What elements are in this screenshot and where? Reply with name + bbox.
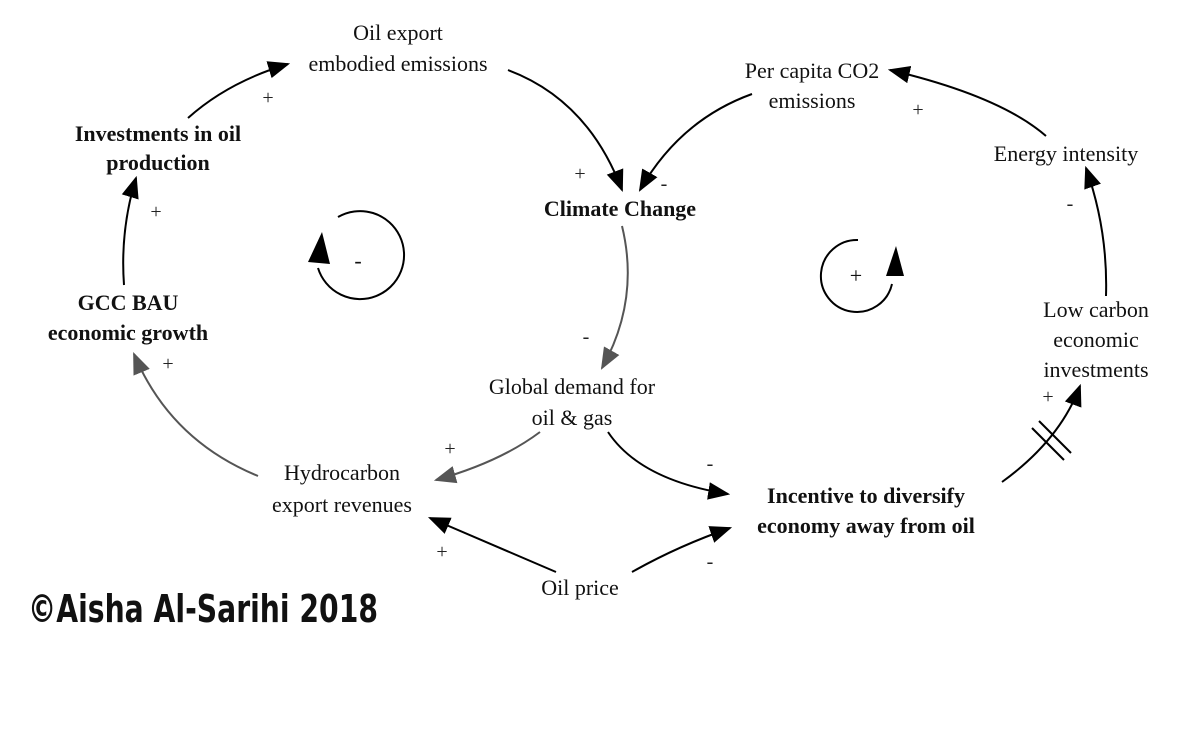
link-oil-price-to-incentive: [631, 526, 733, 573]
node-hydrocarbon-line1: Hydrocarbon: [284, 460, 400, 485]
node-oil-export-line2: embodied emissions: [308, 51, 487, 76]
polarity-demand-to-hydrocarbon: +: [444, 438, 455, 460]
node-global-demand-line1: Global demand for: [489, 374, 656, 399]
node-global-demand-line2: oil & gas: [532, 405, 613, 430]
link-gcc-to-investments: [121, 175, 139, 286]
link-per-capita-to-climate: [638, 93, 753, 192]
node-gcc-bau-line2: economic growth: [48, 320, 208, 345]
polarity-hydrocarbon-to-gcc: +: [162, 353, 173, 375]
node-hydrocarbon-line2: export revenues: [272, 492, 412, 517]
node-energy-intensity: Energy intensity: [994, 141, 1138, 166]
polarity-demand-to-incentive: -: [707, 453, 714, 475]
reinforcing-loop-sign: +: [850, 263, 862, 288]
polarity-low-carbon-to-energy: -: [1067, 193, 1074, 215]
node-per-capita-line2: emissions: [769, 88, 856, 113]
node-low-carbon-line3: investments: [1043, 357, 1148, 382]
reinforcing-loop-marker: +: [819, 238, 904, 313]
delay-mark: [1031, 420, 1072, 461]
polarity-investments-to-oil-export: +: [262, 87, 273, 109]
polarity-climate-to-demand: -: [583, 326, 590, 348]
polarity-energy-to-per-capita: +: [912, 99, 923, 121]
link-incentive-to-low-carbon: [1001, 383, 1082, 483]
polarity-incentive-to-low-carbon: +: [1042, 386, 1053, 408]
link-low-carbon-to-energy: [1084, 165, 1108, 297]
balancing-loop-sign: -: [354, 248, 361, 273]
node-incentive-line2: economy away from oil: [757, 513, 975, 538]
link-energy-to-per-capita: [887, 65, 1047, 137]
node-investments-line1: Investments in oil: [75, 121, 241, 146]
polarity-oil-export-to-climate: +: [574, 163, 585, 185]
node-climate-change: Climate Change: [544, 196, 696, 221]
polarity-oil-price-to-incentive: -: [707, 551, 714, 573]
node-gcc-bau-line1: GCC BAU: [78, 290, 179, 315]
link-oil-price-to-hydrocarbon: [427, 517, 557, 573]
link-oil-export-to-climate: [507, 69, 624, 193]
polarity-per-capita-to-climate: -: [661, 173, 668, 195]
balancing-loop-marker: -: [308, 210, 406, 301]
link-hydrocarbon-to-gcc: [133, 351, 259, 477]
link-investments-to-oil-export: [187, 61, 291, 119]
node-oil-price: Oil price: [541, 575, 619, 600]
node-low-carbon-line1: Low carbon: [1043, 297, 1149, 322]
polarity-gcc-to-investments: +: [150, 201, 161, 223]
node-per-capita-line1: Per capita CO2: [745, 58, 879, 83]
node-investments-line2: production: [106, 150, 210, 175]
link-demand-to-incentive: [607, 431, 731, 500]
copyright-notice: ©Aisha Al-Sarihi 2018: [28, 587, 378, 631]
node-oil-export-line1: Oil export: [353, 20, 443, 45]
node-low-carbon-line2: economic: [1053, 327, 1139, 352]
link-climate-to-demand: [600, 225, 629, 370]
node-incentive-line1: Incentive to diversify: [767, 483, 965, 508]
link-demand-to-hydrocarbon: [433, 431, 541, 484]
polarity-oil-price-to-hydrocarbon: +: [436, 541, 447, 563]
